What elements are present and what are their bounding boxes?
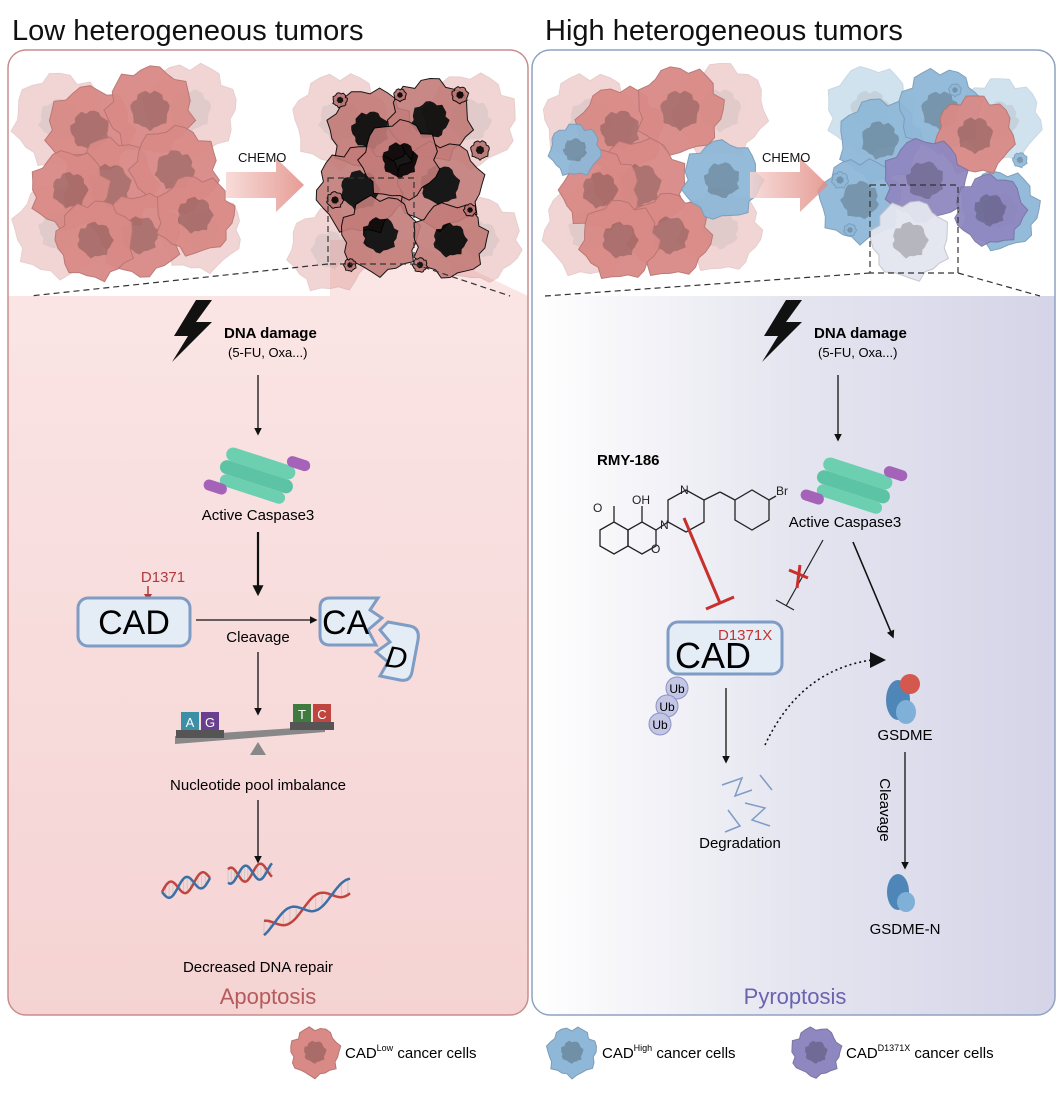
cancer-cell: [884, 137, 969, 223]
cancer-cell: [636, 66, 725, 156]
right-title: High heterogeneous tumors: [545, 15, 903, 47]
apoptotic-body: [332, 92, 348, 109]
svg-text:CHEMO: CHEMO: [238, 150, 286, 165]
svg-text:Ub: Ub: [659, 700, 675, 714]
dna-damage-drugs: (5-FU, Oxa...): [818, 345, 897, 360]
zoom-indicator-right: [544, 184, 1041, 297]
cancer-cell: [933, 95, 1016, 175]
cleaved-cad-icon: CA D: [318, 596, 420, 682]
cancer-cell: [340, 194, 422, 279]
cancer-cell: [54, 200, 134, 283]
cad-label: CAD: [675, 635, 751, 676]
pyroptosis-label: Pyroptosis: [744, 984, 847, 1009]
svg-text:O: O: [593, 501, 602, 515]
cad-mutant-box: [666, 620, 784, 676]
dna-repair-label: Decreased DNA repair: [183, 959, 333, 976]
svg-text:CA: CA: [322, 604, 370, 642]
cad-label: CAD: [98, 604, 170, 642]
gsdme-label: GSDME: [877, 727, 932, 744]
svg-text:N: N: [660, 518, 669, 532]
svg-text:Ub: Ub: [669, 682, 685, 696]
cleavage-label: Cleavage: [226, 629, 289, 646]
apoptosis-label: Apoptosis: [220, 984, 317, 1009]
svg-text:G: G: [205, 715, 215, 730]
dna-damage-label: DNA damage: [814, 325, 907, 342]
svg-text:O: O: [651, 542, 660, 556]
svg-text:C: C: [317, 707, 326, 722]
cancer-cell: [547, 123, 602, 177]
apoptotic-body: [470, 140, 490, 161]
left-panel: [7, 49, 529, 1016]
dna-damage-drugs: (5-FU, Oxa...): [228, 345, 307, 360]
cancer-cell: [577, 199, 662, 279]
zoom-indicator-left: [29, 177, 511, 297]
svg-text:A: A: [186, 715, 195, 730]
degradation-icon: [721, 774, 773, 833]
svg-text:CHEMO: CHEMO: [762, 150, 810, 165]
legend-cell-icon: [791, 1026, 843, 1079]
dna-damage-label: DNA damage: [224, 325, 317, 342]
left-title: Low heterogeneous tumors: [12, 15, 363, 47]
vesicle: [1012, 152, 1028, 169]
vesicle: [830, 171, 849, 189]
mutation-label: D1371X: [718, 627, 772, 644]
right-panel: [531, 49, 1056, 1016]
chemo-arrow-left: CHEMO: [226, 150, 304, 212]
mutation-site-label: D1371: [141, 569, 185, 586]
caspase3-label: Active Caspase3: [789, 514, 902, 531]
legend-cell-icon: [545, 1026, 598, 1080]
svg-text:CADD1371X cancer cells: CADD1371X cancer cells: [846, 1043, 994, 1062]
rmy186-structure: [599, 489, 777, 555]
lightning-icon: [172, 300, 212, 362]
nucleotide-imbalance-scale: A G T C: [175, 704, 334, 755]
apoptotic-body: [342, 258, 357, 273]
drug-name: RMY-186: [597, 452, 660, 469]
cleavage-label: Cleavage: [876, 778, 893, 841]
caspase3-label: Active Caspase3: [202, 507, 315, 524]
cancer-cell: [357, 118, 441, 201]
ubiquitin-chain: Ub Ub Ub: [648, 676, 689, 736]
svg-text:CADLow cancer cells: CADLow cancer cells: [345, 1043, 477, 1062]
bromine-label: Br: [776, 484, 788, 498]
lightning-icon: [762, 300, 802, 362]
cancer-cell: [680, 139, 765, 220]
gsdme-n-icon: [887, 874, 915, 912]
legend-cell-icon: [290, 1026, 342, 1080]
vesicle: [948, 83, 962, 98]
svg-text:Ub: Ub: [652, 718, 668, 732]
apoptotic-body: [462, 203, 478, 217]
tumor-cells: [10, 62, 1043, 292]
nucleotide-label: Nucleotide pool imbalance: [170, 777, 346, 794]
svg-text:N: N: [680, 483, 689, 497]
caspase3-icon: [203, 447, 311, 504]
svg-text:OH: OH: [632, 493, 650, 507]
legend-item-high: CADHigh cancer cells: [545, 1026, 736, 1080]
svg-text:D: D: [383, 640, 409, 676]
vesicle: [842, 223, 858, 237]
apoptotic-body: [393, 88, 407, 103]
blocked-caspase-inhibition: [775, 539, 824, 611]
apoptotic-body: [451, 86, 470, 105]
gsdme-icon: [886, 674, 920, 724]
chemo-arrow-right: CHEMO: [750, 150, 828, 212]
arrow: [852, 541, 895, 639]
legend-item-low: CADLow cancer cells: [290, 1026, 477, 1080]
dna-helix-icon: [160, 862, 351, 937]
dotted-arrow: [764, 659, 873, 746]
pyroptotic-cell: [869, 200, 950, 282]
gsdme-n-label: GSDME-N: [870, 921, 941, 938]
apoptotic-body: [411, 257, 429, 273]
legend-item-mutant: CADD1371X cancer cells: [791, 1026, 994, 1079]
svg-text:T: T: [298, 707, 306, 722]
cancer-cell: [155, 175, 236, 257]
legend: CADLow cancer cells CADHigh cancer cells…: [290, 1026, 994, 1080]
cad-box: [76, 596, 192, 648]
degradation-label: Degradation: [699, 835, 781, 852]
cancer-cell: [413, 202, 490, 279]
caspase3-icon: [800, 457, 908, 514]
svg-text:CADHigh cancer cells: CADHigh cancer cells: [602, 1043, 736, 1062]
cancer-cell: [954, 173, 1029, 247]
drug-inhibition: [682, 517, 735, 611]
